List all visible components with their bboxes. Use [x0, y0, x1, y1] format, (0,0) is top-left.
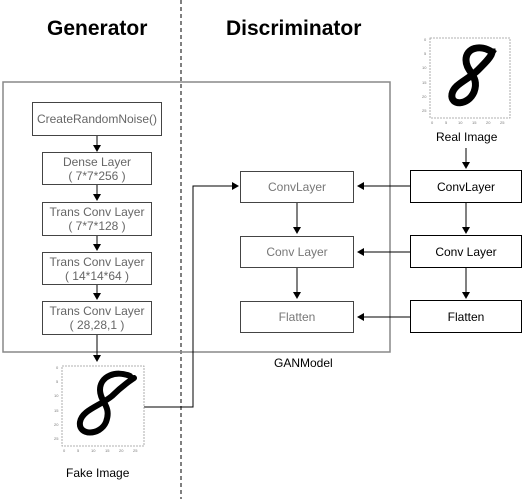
discriminator-heading: Discriminator [226, 17, 362, 40]
fake-image-caption: Fake Image [66, 466, 130, 480]
fake-xtick-5: 25 [133, 448, 138, 453]
inner-conv-layer-2-box: Conv Layer [240, 236, 354, 268]
fake-image-plot: 0 5 10 15 20 25 0 5 10 15 20 25 [54, 365, 145, 453]
fake-ytick-3: 15 [54, 408, 59, 413]
fake-xtick-4: 20 [119, 448, 124, 453]
trans-conv-layer-3-name: Trans Conv Layer [49, 304, 145, 318]
real-image-plot: 0 5 10 15 20 25 0 5 10 15 20 25 [422, 37, 511, 125]
trans-conv-layer-3-box: Trans Conv Layer ( 28,28,1 ) [42, 301, 152, 335]
fake-ytick-4: 20 [54, 422, 59, 427]
gan-model-frame [2, 81, 391, 353]
fake-ytick-5: 25 [54, 436, 59, 441]
trans-conv-layer-3-shape: ( 28,28,1 ) [69, 318, 125, 332]
dense-layer-shape: ( 7*7*256 ) [68, 168, 126, 183]
create-random-noise-box: CreateRandomNoise() [32, 102, 162, 136]
trans-conv-layer-2-shape: ( 14*14*64 ) [64, 268, 130, 283]
real-conv-layer-2-label: Conv Layer [435, 244, 497, 259]
gan-model-label: GANModel [274, 356, 333, 370]
inner-conv-layer-2-label: Conv Layer [266, 245, 328, 259]
real-xtick-3: 15 [472, 120, 477, 125]
real-xtick-1: 5 [445, 120, 448, 125]
fake-ytick-0: 0 [56, 365, 59, 370]
dense-layer-name: Dense Layer [62, 154, 132, 169]
trans-conv-layer-1-shape: ( 7*7*128 ) [68, 219, 126, 233]
real-xtick-5: 25 [500, 120, 505, 125]
create-random-noise-label: CreateRandomNoise() [36, 112, 158, 126]
fake-xtick-1: 5 [77, 448, 80, 453]
inner-flatten-label: Flatten [278, 310, 316, 324]
real-ytick-0: 0 [424, 37, 427, 42]
trans-conv-layer-2-box: Trans Conv Layer ( 14*14*64 ) [42, 252, 152, 285]
real-conv-layer-2-box: Conv Layer [410, 235, 522, 268]
fake-xtick-3: 15 [105, 448, 110, 453]
fake-ytick-2: 10 [54, 393, 59, 398]
dense-layer-box: Dense Layer ( 7*7*256 ) [42, 152, 152, 185]
trans-conv-layer-1-box: Trans Conv Layer ( 7*7*128 ) [42, 202, 152, 236]
inner-flatten-box: Flatten [240, 301, 354, 333]
real-xtick-0: 0 [431, 120, 434, 125]
real-ytick-3: 15 [422, 80, 427, 85]
real-image-caption: Real Image [436, 130, 498, 144]
fake-digit-eight [77, 370, 137, 436]
generator-heading: Generator [47, 17, 148, 40]
real-ytick-5: 25 [422, 108, 427, 113]
real-ytick-4: 20 [422, 94, 427, 99]
real-xtick-2: 10 [458, 120, 463, 125]
real-ytick-2: 10 [422, 65, 427, 70]
inner-conv-layer-1-label: ConvLayer [267, 180, 327, 194]
real-xtick-4: 20 [486, 120, 491, 125]
real-flatten-label: Flatten [447, 309, 485, 324]
real-flatten-box: Flatten [410, 300, 522, 333]
real-conv-layer-1-box: ConvLayer [410, 170, 522, 203]
inner-conv-layer-1-box: ConvLayer [240, 171, 354, 203]
trans-conv-layer-1-name: Trans Conv Layer [49, 205, 145, 219]
fake-ytick-1: 5 [56, 379, 59, 384]
real-conv-layer-1-label: ConvLayer [436, 179, 496, 194]
fake-xtick-2: 10 [91, 448, 96, 453]
real-digit-eight [448, 44, 497, 107]
trans-conv-layer-2-name: Trans Conv Layer [49, 254, 145, 269]
real-ytick-1: 5 [424, 51, 427, 56]
fake-xtick-0: 0 [63, 448, 66, 453]
